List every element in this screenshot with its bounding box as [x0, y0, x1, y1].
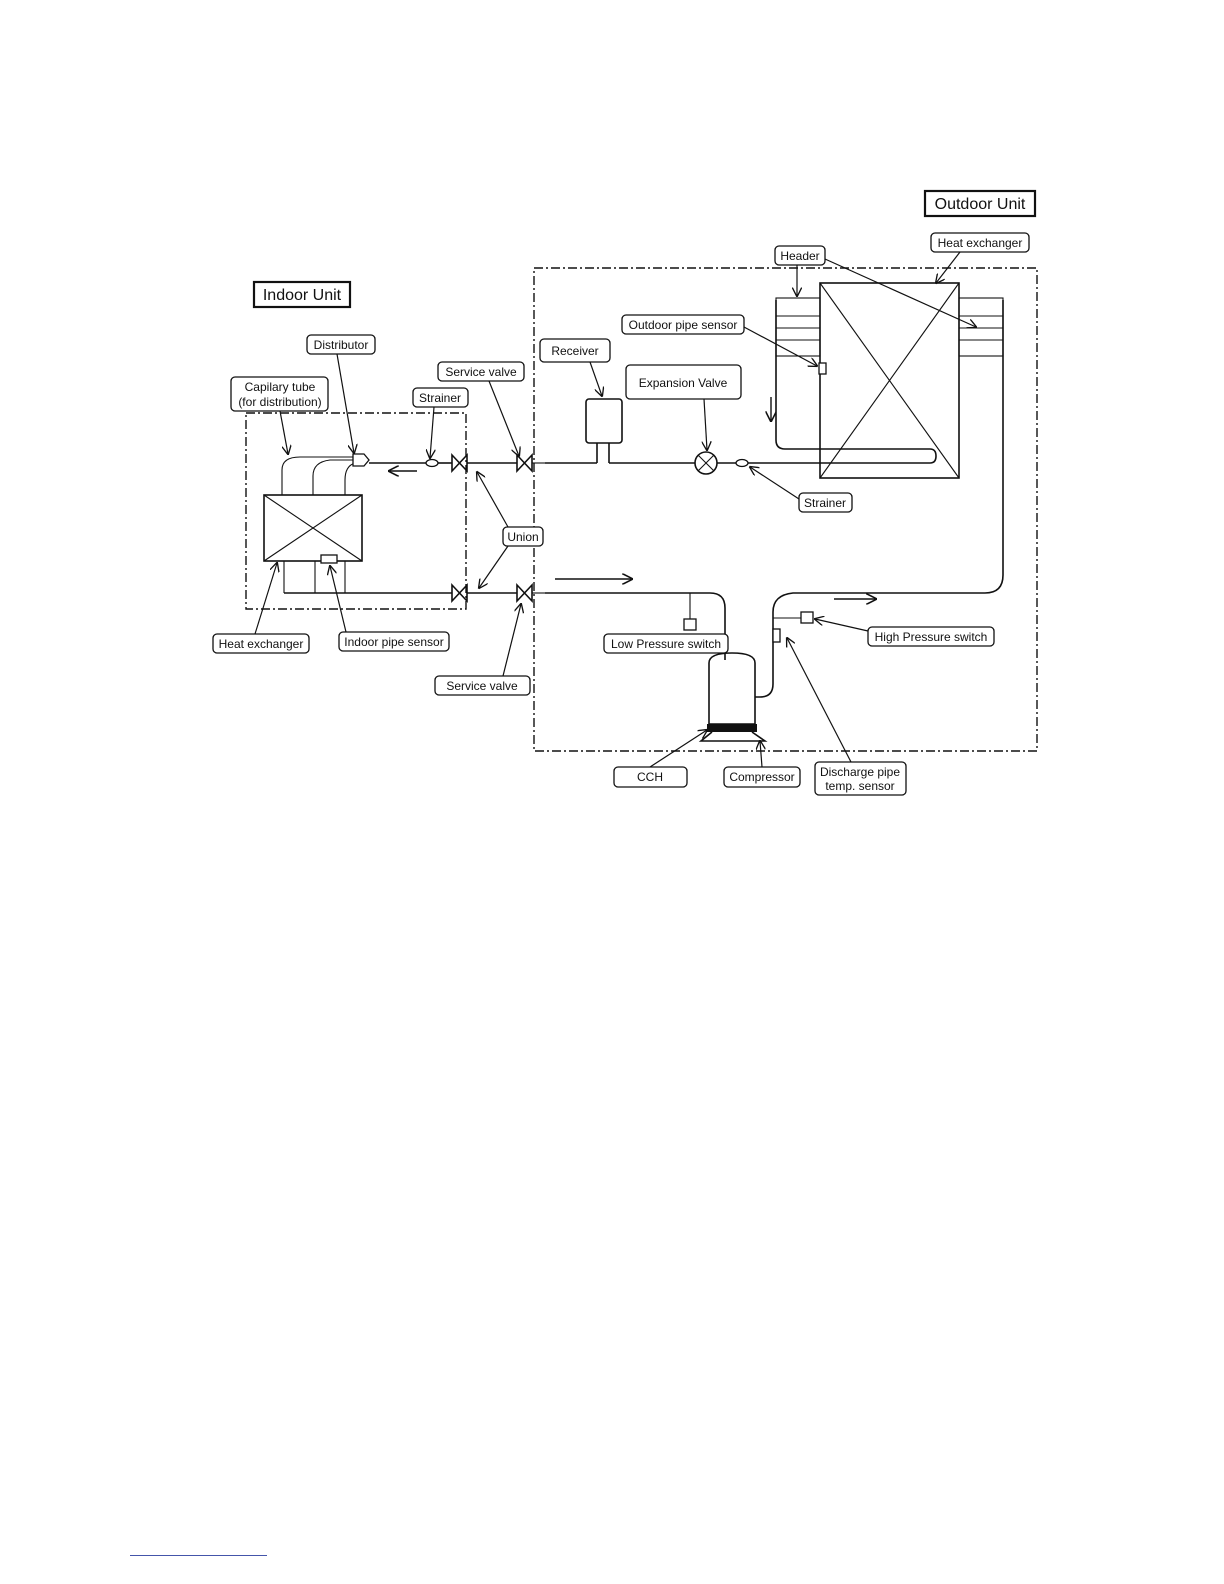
- cch-heater-symbol: [707, 724, 757, 732]
- label-expansion-valve-text: Expansion Valve: [639, 376, 728, 390]
- union-valve-top: [451, 452, 468, 474]
- label-capillary-text-2: (for distribution): [238, 395, 321, 409]
- label-distributor: Distributor: [306, 334, 376, 355]
- header-right: [958, 297, 1004, 357]
- label-service-valve-bottom: Service valve: [434, 675, 531, 696]
- indoor-heat-exchanger: [263, 494, 363, 593]
- strainer-indoor-symbol: [425, 458, 439, 468]
- label-heat-exchanger-outdoor: Heat exchanger: [930, 232, 1030, 253]
- label-heat-exchanger-indoor: Heat exchanger: [212, 633, 310, 654]
- label-strainer-indoor: Strainer: [412, 387, 469, 408]
- label-discharge-temp-sensor: Discharge pipe temp. sensor: [814, 761, 907, 796]
- label-low-pressure-switch-text: Low Pressure switch: [611, 637, 721, 651]
- label-distributor-text: Distributor: [314, 338, 369, 352]
- high-pressure-switch-symbol: [800, 611, 814, 624]
- outdoor-unit-title: Outdoor Unit: [923, 189, 1037, 218]
- indoor-unit-title: Indoor Unit: [252, 280, 352, 309]
- label-service-valve-top: Service valve: [437, 361, 525, 382]
- outdoor-unit-title-text: Outdoor Unit: [935, 196, 1026, 213]
- label-service-valve-bottom-text: Service valve: [446, 679, 518, 693]
- capillary-tubes: [281, 456, 356, 495]
- union-valve-bottom: [451, 582, 468, 604]
- label-strainer-indoor-text: Strainer: [419, 391, 461, 405]
- suction-line-outdoor: [545, 592, 726, 660]
- outdoor-pipe-sensor-symbol: [818, 362, 827, 375]
- label-expansion-valve: Expansion Valve: [625, 364, 742, 400]
- expansion-valve-symbol: [694, 451, 718, 475]
- service-valve-bottom: [516, 582, 545, 604]
- low-pressure-switch-symbol: [683, 618, 697, 631]
- indoor-unit-title-text: Indoor Unit: [263, 287, 342, 304]
- label-union-text: Union: [507, 530, 538, 544]
- label-outdoor-pipe-sensor: Outdoor pipe sensor: [621, 314, 745, 335]
- distributor-symbol: [352, 453, 370, 467]
- label-indoor-pipe-sensor-text: Indoor pipe sensor: [344, 635, 443, 649]
- label-discharge-text-1: Discharge pipe: [820, 765, 900, 779]
- label-indoor-pipe-sensor: Indoor pipe sensor: [338, 631, 450, 652]
- label-compressor-text: Compressor: [729, 770, 794, 784]
- label-header: Header: [774, 245, 826, 266]
- outdoor-heat-exchanger: [819, 282, 960, 479]
- label-discharge-text-2: temp. sensor: [825, 779, 894, 793]
- service-valve-top: [516, 452, 545, 474]
- discharge-temp-sensor-symbol: [772, 628, 781, 643]
- label-cch-text: CCH: [637, 770, 663, 784]
- strainer-outdoor-symbol: [735, 458, 749, 468]
- label-receiver: Receiver: [539, 338, 611, 363]
- footer-rule: [130, 1555, 267, 1556]
- outdoor-liquid-pipe: [748, 300, 937, 464]
- label-outdoor-pipe-sensor-text: Outdoor pipe sensor: [629, 318, 738, 332]
- label-compressor: Compressor: [723, 766, 801, 788]
- receiver-symbol: [585, 398, 623, 463]
- indoor-pipe-sensor-symbol: [320, 554, 338, 564]
- label-high-pressure-switch: High Pressure switch: [867, 626, 995, 647]
- label-low-pressure-switch: Low Pressure switch: [603, 633, 729, 654]
- label-capillary-text-1: Capilary tube: [245, 380, 316, 394]
- label-capillary-tube: Capilary tube (for distribution): [230, 376, 329, 412]
- outdoor-unit-boundary: [533, 267, 1038, 752]
- label-service-valve-top-text: Service valve: [445, 365, 517, 379]
- label-cch: CCH: [613, 766, 688, 788]
- label-high-pressure-switch-text: High Pressure switch: [875, 630, 988, 644]
- indoor-unit-boundary: [245, 412, 467, 610]
- discharge-line: [755, 300, 1004, 698]
- label-header-text: Header: [780, 249, 819, 263]
- label-strainer-outdoor: Strainer: [798, 492, 853, 513]
- label-strainer-outdoor-text: Strainer: [804, 496, 846, 510]
- label-heat-exchanger-indoor-text: Heat exchanger: [219, 637, 304, 651]
- label-union: Union: [502, 526, 544, 547]
- label-heat-exchanger-outdoor-text: Heat exchanger: [938, 236, 1023, 250]
- label-receiver-text: Receiver: [551, 344, 598, 358]
